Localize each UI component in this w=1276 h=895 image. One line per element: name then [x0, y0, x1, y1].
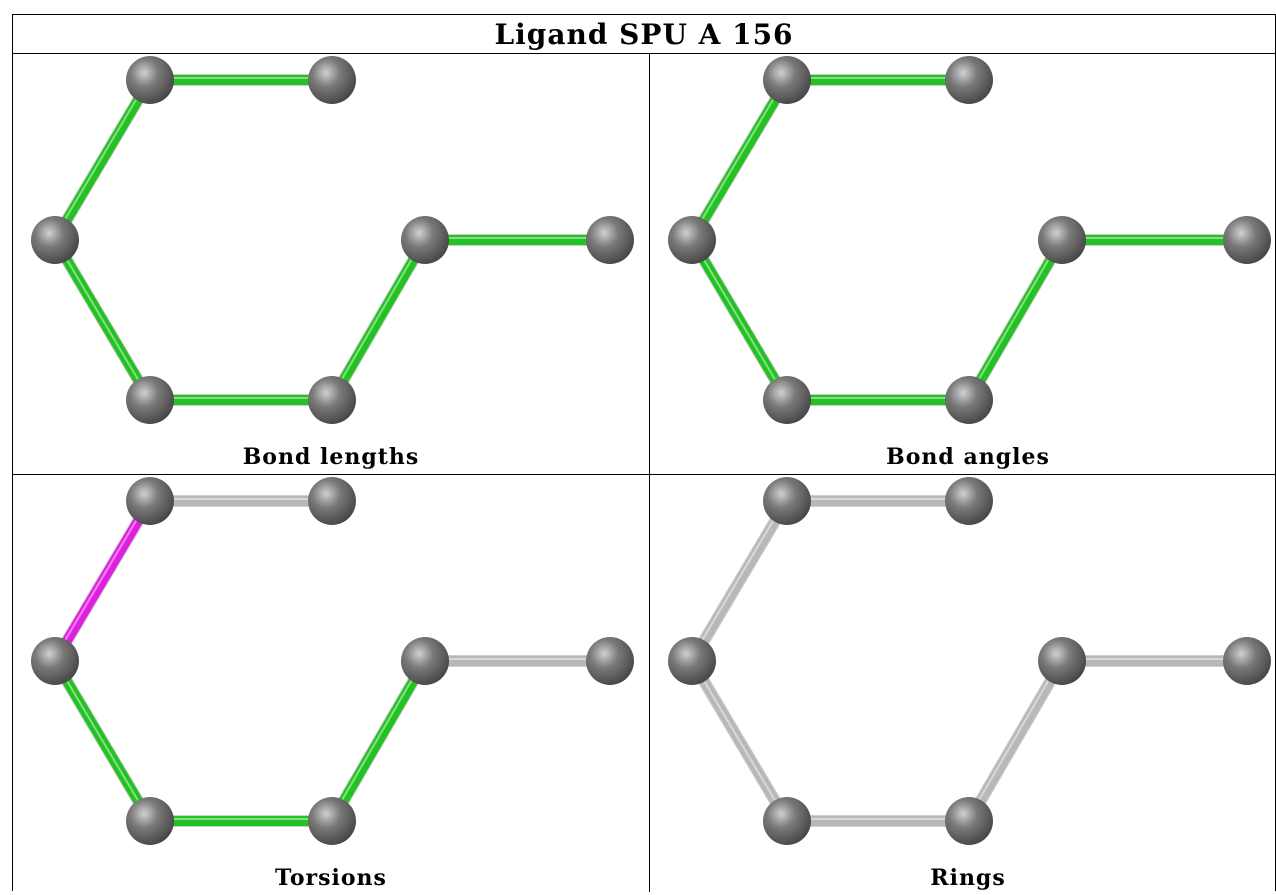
atom-a2	[945, 56, 993, 104]
atom-a3	[31, 216, 79, 264]
bond-b4-ok	[149, 394, 332, 406]
bond-b4-ok	[786, 394, 969, 406]
bond-b5-ok	[326, 236, 431, 404]
caption-torsions: Torsions	[275, 865, 387, 891]
bond-b1-ok	[786, 74, 969, 86]
bond-b4-ok	[149, 815, 332, 827]
atom-a1	[126, 56, 174, 104]
bond-b5-neutral	[963, 657, 1068, 825]
atom-a7	[586, 637, 634, 685]
row-divider	[13, 474, 1275, 475]
atom-a7	[586, 216, 634, 264]
atom-a4	[763, 797, 811, 845]
bond-b1-neutral	[149, 495, 332, 507]
molecule-bond-lengths	[31, 56, 634, 424]
bond-b2-ok	[686, 76, 793, 244]
caption-rings: Rings	[930, 865, 1006, 891]
bond-b4-neutral	[786, 815, 969, 827]
atom-a5	[308, 376, 356, 424]
bond-b1-neutral	[786, 495, 969, 507]
bond-b6-ok	[424, 234, 610, 246]
panel-bond-lengths: Bond lengths	[13, 54, 649, 474]
atom-a2	[945, 477, 993, 525]
atom-a6	[1038, 216, 1086, 264]
molecule-bond-angles	[668, 56, 1271, 424]
atom-a5	[308, 797, 356, 845]
atom-a4	[126, 797, 174, 845]
bond-b3-ok	[686, 236, 793, 404]
atom-a4	[126, 376, 174, 424]
atom-a1	[763, 477, 811, 525]
atom-a7	[1223, 637, 1271, 685]
atom-a3	[668, 216, 716, 264]
caption-bond-angles: Bond angles	[886, 444, 1050, 470]
molecule-rings	[668, 477, 1271, 845]
atom-a5	[945, 797, 993, 845]
bond-b5-ok	[326, 657, 431, 825]
caption-bond-lengths: Bond lengths	[242, 444, 420, 470]
bond-b2-neutral	[686, 497, 793, 665]
bond-b3-ok	[49, 236, 156, 404]
panel-torsions: Torsions	[13, 475, 649, 895]
panel-rings: Rings	[650, 475, 1276, 895]
column-divider	[649, 54, 650, 892]
bond-b6-ok	[1061, 234, 1247, 246]
atom-a6	[1038, 637, 1086, 685]
panel-bond-angles: Bond angles	[650, 54, 1276, 474]
atom-a3	[31, 637, 79, 685]
bond-b6-neutral	[1061, 655, 1247, 667]
atom-a7	[1223, 216, 1271, 264]
atom-a4	[763, 376, 811, 424]
title-row: Ligand SPU A 156	[13, 15, 1275, 54]
bond-b6-neutral	[424, 655, 610, 667]
bond-b3-neutral	[686, 657, 793, 825]
ligand-validation-table: Ligand SPU A 156 Bond lengths Bond angle…	[12, 14, 1276, 892]
bond-b2-outlier	[49, 497, 156, 665]
bond-b3-ok	[49, 657, 156, 825]
atom-a1	[126, 477, 174, 525]
atom-a6	[401, 637, 449, 685]
atom-a1	[763, 56, 811, 104]
atom-a2	[308, 477, 356, 525]
molecule-torsions	[31, 477, 634, 845]
bond-b1-ok	[149, 74, 332, 86]
atom-a5	[945, 376, 993, 424]
bond-b5-ok	[963, 236, 1068, 404]
atom-a3	[668, 637, 716, 685]
atom-a2	[308, 56, 356, 104]
atom-a6	[401, 216, 449, 264]
ligand-title: Ligand SPU A 156	[494, 17, 794, 51]
bond-b2-ok	[49, 76, 156, 244]
